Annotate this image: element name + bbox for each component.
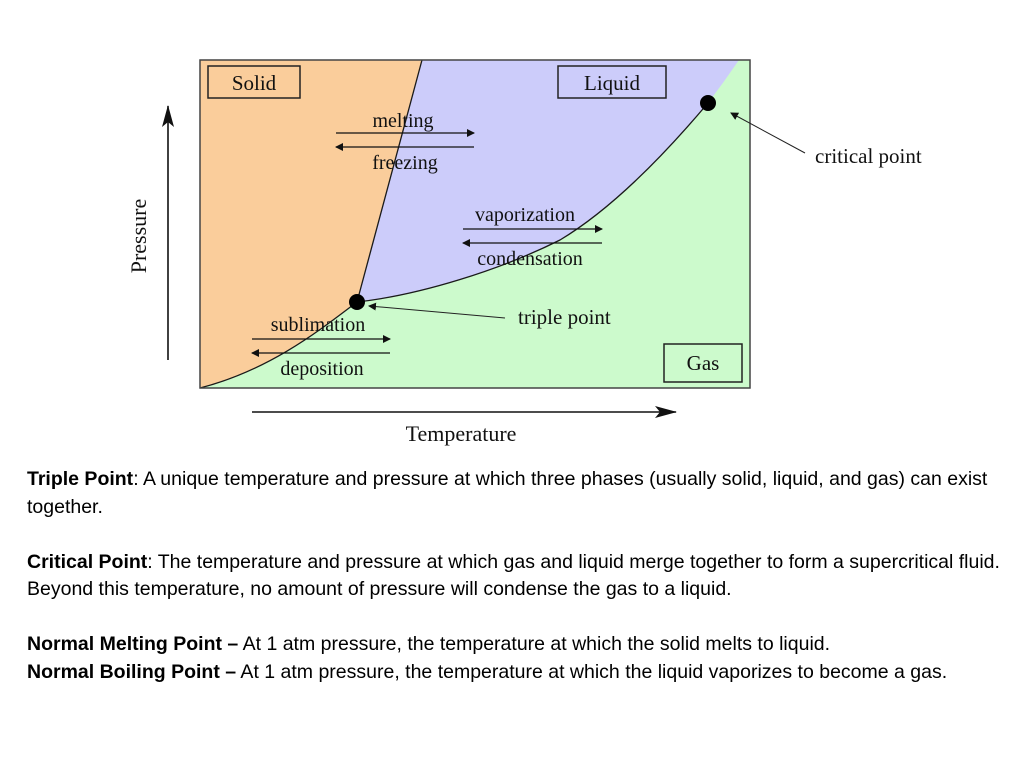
normal-melting-point-text: At 1 atm pressure, the temperature at wh… <box>238 633 831 655</box>
definitions-text: Triple Point: A unique temperature and p… <box>27 466 1002 686</box>
deposition-label: deposition <box>280 358 363 380</box>
liquid-label-box <box>557 65 667 99</box>
normal-melting-point-definition: Normal Melting Point – At 1 atm pressure… <box>27 631 1002 659</box>
critical-point-text: : The temperature and pressure at which … <box>27 550 1000 601</box>
normal-melting-point-term: Normal Melting Point – <box>27 633 239 655</box>
condensation-label: condensation <box>477 248 583 270</box>
critical-point-pointer <box>730 112 806 154</box>
vaporization-curve <box>356 102 709 303</box>
liquid-region <box>357 60 739 302</box>
triple-point-term: Triple Point <box>27 468 134 490</box>
liquid-label: Liquid <box>584 71 640 95</box>
melting-label: melting <box>372 110 433 132</box>
critical-point-marker <box>700 95 716 111</box>
gas-label: Gas <box>687 351 720 375</box>
normal-boiling-point-text: At 1 atm pressure, the temperature at wh… <box>236 660 948 683</box>
vaporization-label: vaporization <box>475 204 575 226</box>
triple-point-marker <box>349 294 365 310</box>
critical-point-term: Critical Point <box>27 550 148 573</box>
solid-label: Solid <box>232 71 277 95</box>
fusion-curve <box>356 59 423 303</box>
x-axis-label: Temperature <box>406 421 517 446</box>
solid-label-box <box>207 65 301 99</box>
critical-point-label: critical point <box>815 144 922 168</box>
critical-point-definition: Critical Point: The temperature and pres… <box>27 549 1002 604</box>
triple-point-pointer <box>368 302 506 319</box>
sublimation-curve <box>199 301 358 389</box>
solid-region <box>200 60 422 388</box>
plot-frame <box>199 59 751 389</box>
triple-point-definition: Triple Point: A unique temperature and p… <box>27 466 1002 521</box>
y-axis-label: Pressure <box>126 199 151 274</box>
normal-boiling-point-term: Normal Boiling Point – <box>27 660 237 683</box>
sublimation-label: sublimation <box>271 314 365 336</box>
normal-boiling-point-definition: Normal Boiling Point – At 1 atm pressure… <box>27 659 1002 687</box>
triple-point-text: : A unique temperature and pressure at w… <box>27 468 988 518</box>
gas-label-box <box>663 343 743 383</box>
phase-diagram: Solid Liquid Gas melting freezing vapori… <box>126 59 922 446</box>
triple-point-label: triple point <box>518 305 611 329</box>
freezing-label: freezing <box>372 152 438 174</box>
